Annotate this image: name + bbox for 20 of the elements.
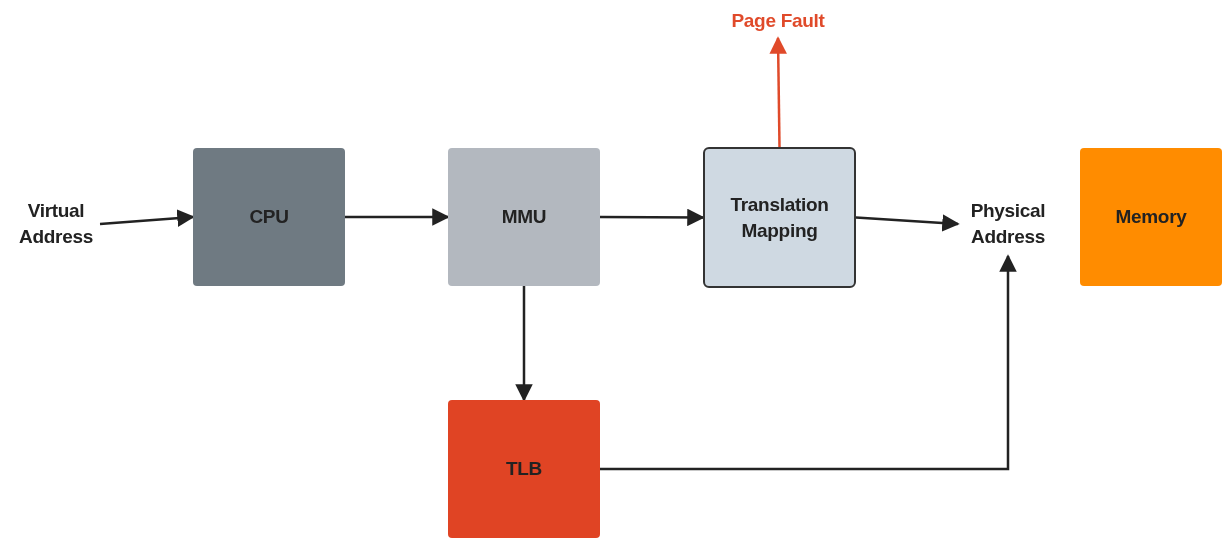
text-label: Virtual Address [18,199,94,249]
box-label: Memory [1115,205,1187,230]
arrow [769,36,787,147]
box-label: MMU [501,205,547,230]
arrow [99,209,195,227]
arrow [600,208,705,227]
process-box [1080,148,1222,286]
arrow [345,208,450,226]
arrow [515,286,533,402]
box-label: Translation Mapping [729,192,830,243]
process-box [703,147,856,288]
process-box [193,148,345,286]
box-label: TLB [505,457,542,482]
process-box [448,148,600,286]
arrow [600,254,1017,471]
box-label: CPU [249,205,289,230]
text-label: Physical Address [969,199,1047,249]
process-box [448,400,600,538]
text-label: Page Fault [731,9,825,34]
arrow [855,214,960,232]
